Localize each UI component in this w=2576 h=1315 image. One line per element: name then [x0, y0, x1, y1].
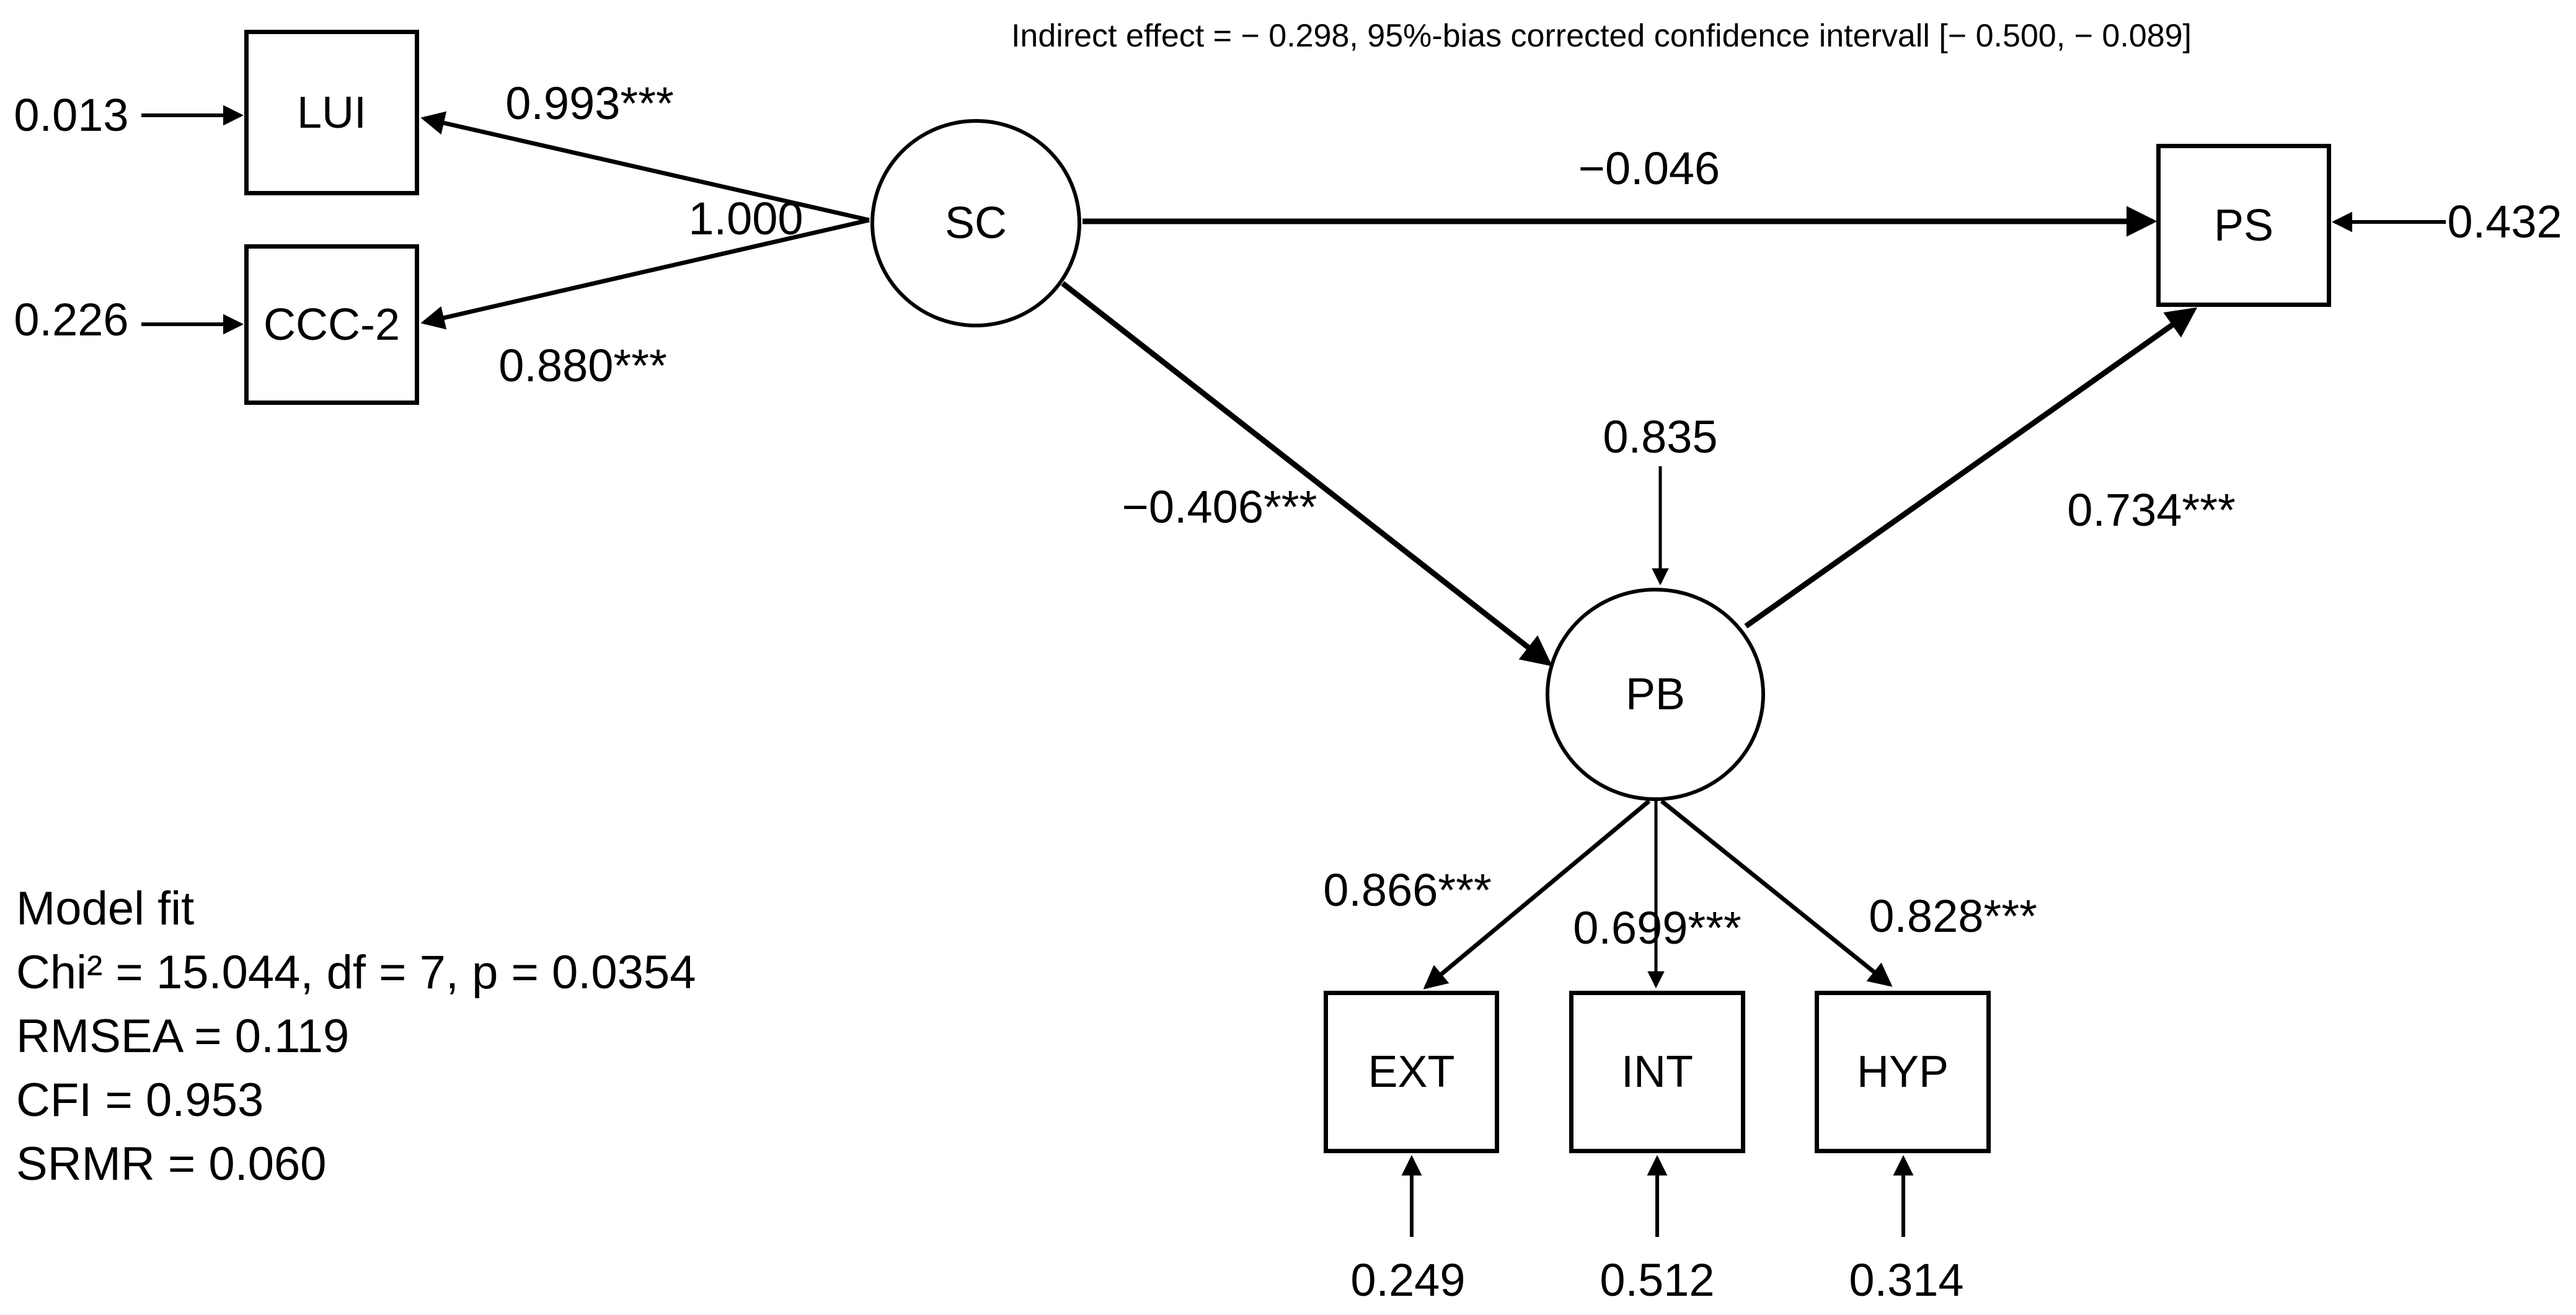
residual-lui-value: 0.013	[14, 89, 129, 141]
indirect-effect-note: Indirect effect = − 0.298, 95%-bias corr…	[1011, 18, 2192, 54]
residual-ext-value: 0.249	[1350, 1254, 1466, 1306]
box-ext: EXT	[1324, 991, 1499, 1153]
arrow-sc-lui	[420, 111, 870, 223]
arrow-pb-hyp	[1660, 799, 1893, 987]
box-lui: LUI	[244, 30, 419, 195]
model-fit-heading: Model fit	[16, 882, 195, 935]
residual-ps-value: 0.432	[2447, 196, 2562, 247]
model-fit-chi: Chi² = 15.044, df = 7, p = 0.0354	[16, 946, 696, 999]
model-fit-block: Model fit Chi² = 15.044, df = 7, p = 0.0…	[16, 877, 696, 1196]
arrow-pb-ext	[1423, 799, 1651, 990]
residual-ccc2-value: 0.226	[14, 294, 129, 345]
residual-hyp-value: 0.314	[1849, 1254, 1964, 1306]
arrow-sc-ccc2	[420, 218, 870, 330]
ellipse-sc: SC	[870, 119, 1081, 327]
ellipse-pb-label: PB	[1625, 670, 1686, 719]
model-fit-cfi: CFI = 0.953	[16, 1074, 264, 1127]
loading-lui-value: 0.993***	[505, 77, 674, 129]
box-ps: PS	[2156, 144, 2331, 307]
loading-hyp-value: 0.828***	[1869, 890, 2037, 942]
box-hyp: HYP	[1815, 991, 1991, 1153]
loading-int-value: 0.699***	[1573, 902, 1742, 954]
model-fit-rmsea: RMSEA = 0.119	[16, 1010, 350, 1063]
box-ps-label: PS	[2213, 200, 2274, 250]
residual-int-value: 0.512	[1600, 1254, 1715, 1306]
path-sc-pb-value: −0.406***	[1122, 481, 1317, 533]
path-sc-ps-value: −0.046	[1578, 143, 1720, 194]
ellipse-sc-label: SC	[944, 198, 1007, 248]
box-ext-label: EXT	[1368, 1047, 1455, 1097]
loading-ccc2-value: 0.880***	[498, 340, 667, 391]
box-ccc2: CCC-2	[244, 244, 419, 405]
residual-pb-value: 0.835	[1603, 411, 1718, 463]
arrow-sc-pb	[1061, 281, 1552, 666]
path-pb-ps-value: 0.734***	[2067, 484, 2236, 536]
model-fit-srmr: SRMR = 0.060	[16, 1138, 327, 1190]
loading-ext-value: 0.866***	[1323, 864, 1492, 916]
arrow-pb-ps	[1744, 307, 2198, 629]
loading-fixed-value: 1.000	[688, 193, 803, 244]
box-lui-label: LUI	[296, 87, 367, 138]
box-int: INT	[1569, 991, 1745, 1153]
ellipse-pb: PB	[1546, 588, 1765, 801]
box-ccc2-label: CCC-2	[263, 299, 400, 350]
box-hyp-label: HYP	[1856, 1047, 1949, 1097]
box-int-label: INT	[1621, 1047, 1693, 1097]
